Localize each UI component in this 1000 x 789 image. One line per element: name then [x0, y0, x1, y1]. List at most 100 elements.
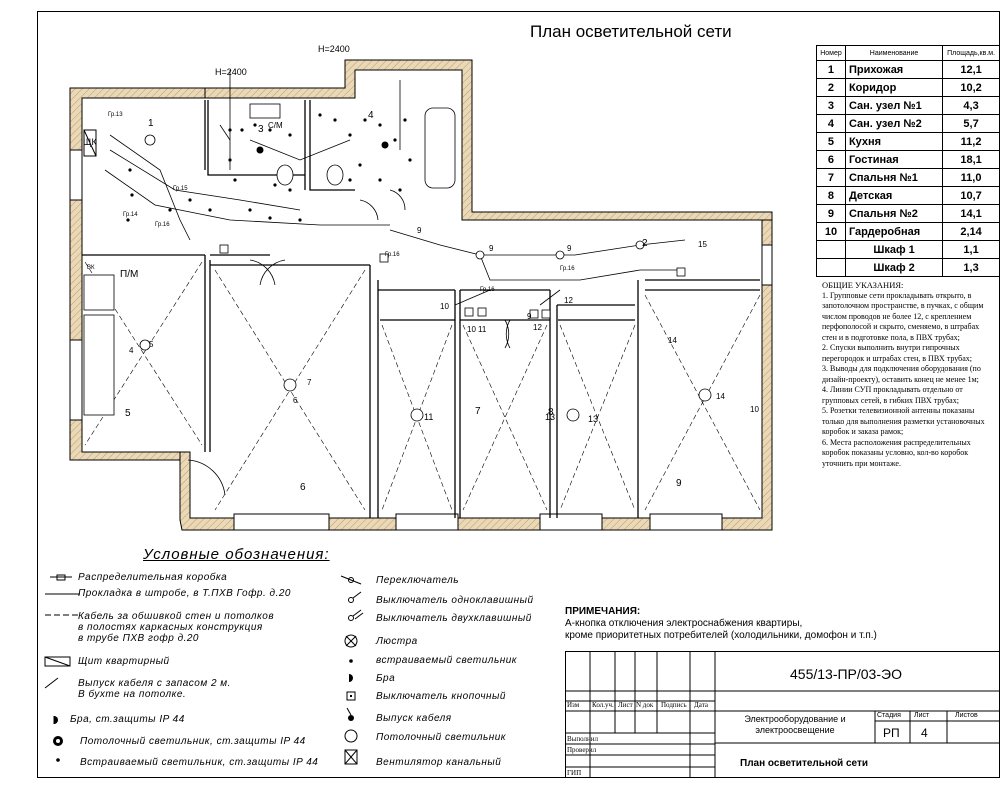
legend-label: Люстра [376, 636, 418, 647]
legend-label: Бра [376, 673, 396, 684]
lamp-number: 14 [668, 336, 677, 345]
sheets-header: Листов [955, 712, 978, 719]
title-block-grid [565, 651, 1000, 778]
document-code: 455/13-ПР/03-ЭО [790, 666, 902, 682]
legend-label: Потолочный светильник, ст.защиты IP 44 [80, 736, 306, 747]
inner-walls [82, 100, 760, 518]
lamp-number: 14 [716, 392, 725, 401]
note-item: 3. Выводы для подключения оборудования (… [822, 364, 981, 384]
ceiling-lights [139, 134, 712, 422]
group-label: Гр.16 [385, 252, 400, 258]
stamp-row: Выполнил [567, 735, 599, 743]
legend-label: Встраиваемый светильник, ст.защиты IP 44 [80, 757, 319, 768]
windows [69, 149, 773, 531]
outer-walls [69, 59, 773, 531]
switches [219, 244, 686, 319]
room-mark-5: 5 [125, 408, 131, 419]
legend-label: Выпуск кабеля [376, 713, 452, 724]
legend-label: Выключатель двухклавишный [376, 613, 532, 624]
room-mark-4: 4 [368, 110, 374, 121]
room-mark-9: 9 [676, 478, 682, 489]
floor-plan [69, 59, 773, 531]
general-notes-heading: ОБЩИЕ УКАЗАНИЯ: [822, 280, 904, 290]
legend-label: Бра, ст.защиты IP 44 [70, 714, 185, 725]
stamp-col: Лист [618, 701, 633, 709]
lamp-number: 13 [588, 414, 599, 424]
washer-label: С/М [268, 121, 283, 130]
note-item: 5. Розетки телевизионной антенны показан… [822, 406, 985, 436]
note-item: 4. Линии СУП прокладывать отдельно от гр… [822, 385, 963, 405]
note-item: 2. Спуски выполнить внутри гипрочных пер… [822, 343, 972, 363]
stamp-col: Дата [694, 701, 708, 709]
chandeliers [256, 141, 389, 154]
lamp-number: 12 [564, 296, 573, 305]
sheet-header: Лист [914, 712, 930, 719]
legend-label: Кабель за обшивкой стен и потолков [78, 611, 275, 622]
lamp-number: 9 [567, 244, 572, 253]
room-mark-10: 10 [750, 405, 759, 414]
doors [187, 189, 511, 496]
legend-label: Вентилятор канальный [376, 757, 502, 768]
legend-label: в трубе ПХВ гофр д.20 [78, 633, 199, 644]
room-table-header: Номер [816, 45, 846, 61]
height-label-1: H=2400 [215, 67, 247, 77]
legend-label: Распределительная коробка [78, 572, 228, 583]
lamp-number: 7 [307, 378, 312, 387]
remarks-heading: ПРИМЕЧАНИЯ: [565, 606, 641, 617]
room-mark-7: 7 [475, 406, 481, 417]
lamp-number: 15 [698, 240, 707, 249]
fixtures [83, 103, 456, 416]
note-item: 1. Групповые сети прокладывать открыто, … [822, 290, 984, 342]
stage-header: Стадия [877, 712, 901, 719]
lamp-number: 10 [440, 302, 449, 311]
lamp-number: 11 [478, 325, 487, 334]
lamp-number: 13 [545, 412, 556, 422]
panel-label: ЩК [83, 137, 97, 147]
stage-value: РП [883, 726, 900, 740]
stamp-col: Подпись [661, 701, 687, 709]
stamp-col: N док [636, 701, 654, 709]
group-label: Гр.14 [123, 212, 138, 218]
group-label: Гр.13 [108, 112, 123, 118]
wiring [104, 70, 686, 306]
stamp-col: Кол.уч. [592, 701, 614, 709]
group-label: Гр.16 [560, 266, 575, 272]
room-mark-2: 2 [642, 238, 648, 249]
stamp-row: ГИП [567, 769, 582, 777]
legend-label: Выключатель одноклавишный [376, 595, 534, 606]
legend-label: Прокладка в штробе, в Т.ПХВ Гофр. д.20 [78, 588, 291, 599]
remarks: ПРИМЕЧАНИЯ: А-кнопка отключения электрос… [565, 606, 877, 642]
lamp-number: 4 [129, 346, 134, 355]
lamp-number: 9 [527, 312, 532, 321]
legend-label: Потолочный светильник [376, 732, 507, 743]
general-notes: ОБЩИЕ УКАЗАНИЯ: 1. Групповые сети прокла… [822, 280, 994, 469]
lamp-number: 11 [424, 412, 434, 422]
legend-symbols-left [44, 574, 80, 762]
lamp-number: 9 [489, 244, 494, 253]
room-mark-3: 3 [258, 124, 264, 135]
fridge-label: П/М [120, 269, 139, 280]
room-mark-1: 1 [148, 118, 154, 129]
remarks-line: кроме приоритетных потребителей (холодил… [565, 630, 877, 641]
room-mark-8: 8 [548, 407, 554, 418]
lamp-number: 5 [149, 340, 154, 349]
room-mark-6: 6 [300, 482, 306, 493]
sheet-title: План осветительной сети [740, 758, 869, 769]
legend-label: Выключатель кнопочный [376, 691, 506, 702]
group-label: Гр.16 [480, 287, 495, 293]
room-table-header: Площадь,кв.м. [942, 45, 1000, 61]
sheet-value: 4 [921, 726, 928, 740]
legend-label: в полостях каркасных конструкция [78, 622, 263, 633]
room-table-header: Наименование [844, 45, 944, 61]
legend-label: Щит квартирный [78, 656, 170, 667]
group-label: Гр.15 [173, 186, 188, 192]
